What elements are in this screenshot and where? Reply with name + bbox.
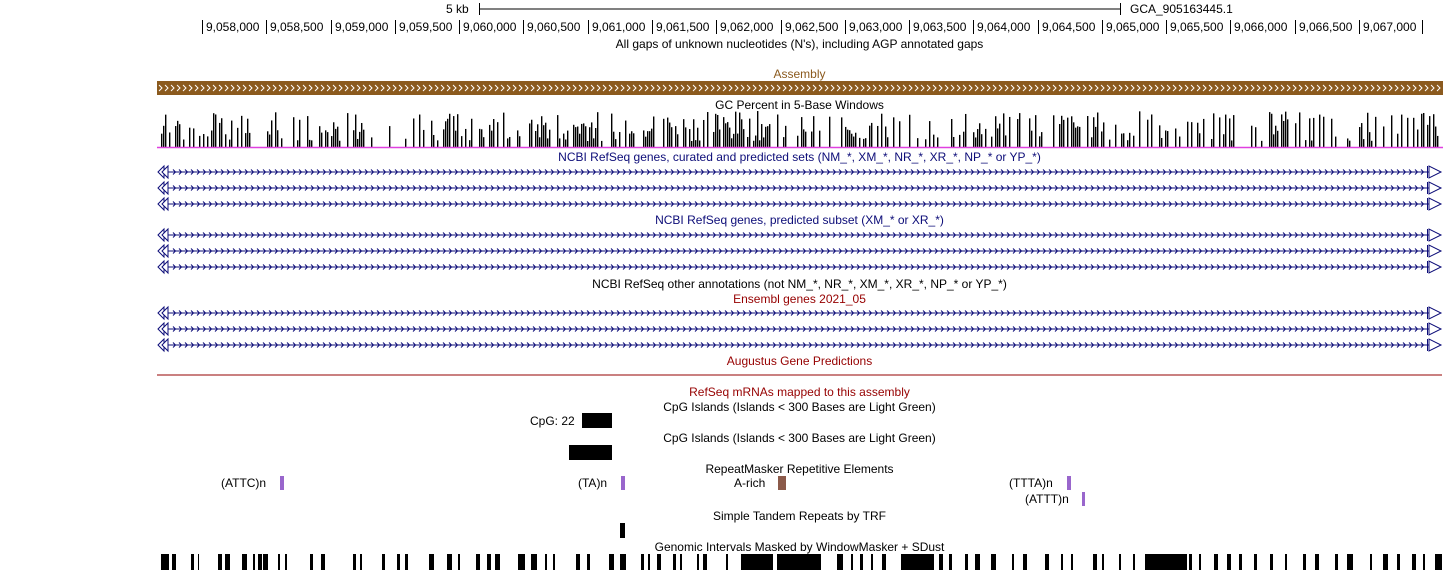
ruler-tick-label: 9,061,500 [656, 20, 710, 34]
trf-title[interactable]: Simple Tandem Repeats by TRF [713, 509, 886, 523]
cpg-feature-label: CpG: 22 [530, 414, 575, 428]
windowmasker-features[interactable] [157, 554, 1443, 570]
ruler-tick-label: 9,059,000 [335, 20, 389, 34]
ensembl-title[interactable]: Ensembl genes 2021_05 [733, 292, 866, 306]
ruler-tick [1166, 20, 1167, 34]
ncbi-predicted-gene-2[interactable] [157, 243, 1443, 259]
ruler-tick [1038, 20, 1039, 34]
ruler-tick-label: 9,060,000 [463, 20, 517, 34]
repeat-label-ttta: (TTTA)n [1009, 476, 1053, 490]
scale-label: 5 kb [446, 2, 469, 16]
ruler-tick [716, 20, 717, 34]
ruler-tick-label: 9,062,500 [785, 20, 839, 34]
augustus-title[interactable]: Augustus Gene Predictions [726, 354, 873, 368]
ensembl-gene-1[interactable] [157, 305, 1443, 321]
ruler-tick-label: 9,062,000 [720, 20, 774, 34]
ruler-tick-label: 9,064,500 [1042, 20, 1096, 34]
ruler-end-tick [1422, 20, 1423, 34]
ruler-tick [588, 20, 589, 34]
ncbi-refseq-gene-2[interactable] [157, 180, 1443, 196]
ruler-tick [1230, 20, 1231, 34]
ruler-tick-label: 9,066,000 [1234, 20, 1288, 34]
ncbi-refseq-gene-3[interactable] [157, 196, 1443, 212]
ruler-tick-label: 9,064,000 [977, 20, 1031, 34]
ruler-tick-label: 9,063,500 [913, 20, 967, 34]
augustus-feature[interactable] [157, 374, 1443, 378]
ruler-tick [1359, 20, 1360, 34]
refseq-mrna-title[interactable]: RefSeq mRNAs mapped to this assembly [689, 385, 910, 399]
ruler-tick-label: 9,065,500 [1170, 20, 1224, 34]
cpg-islands-title-2[interactable]: CpG Islands (Islands < 300 Bases are Lig… [663, 431, 936, 445]
ruler-tick-label: 9,059,500 [399, 20, 453, 34]
gap-track-title[interactable]: All gaps of unknown nucleotides (N's), i… [615, 37, 984, 51]
ruler-tick-label: 9,060,500 [527, 20, 581, 34]
ncbi-predicted-gene-1[interactable] [157, 227, 1443, 243]
ruler-tick [845, 20, 846, 34]
repeat-label-attt: (ATTT)n [1025, 492, 1069, 506]
repeat-feature-attc[interactable] [280, 476, 284, 490]
ruler-tick [781, 20, 782, 34]
ncbi-refseq-gene-1[interactable] [157, 164, 1443, 180]
ruler-tick-label: 9,058,500 [270, 20, 324, 34]
repeat-label-ta: (TA)n [578, 476, 608, 490]
ncbi-refseq-all-title[interactable]: NCBI RefSeq genes, curated and predicted… [558, 150, 1041, 164]
ruler-tick-label: 9,065,000 [1106, 20, 1160, 34]
repeat-feature-ttta[interactable] [1067, 476, 1071, 490]
windowmasker-title[interactable]: Genomic Intervals Masked by WindowMasker… [654, 540, 945, 554]
ruler-tick [266, 20, 267, 34]
ruler-tick-label: 9,058,000 [206, 20, 260, 34]
ncbi-refseq-predicted-title[interactable]: NCBI RefSeq genes, predicted subset (XM_… [655, 213, 944, 227]
repeat-feature-ta[interactable] [621, 476, 625, 490]
ruler-tick-label: 9,066,500 [1299, 20, 1353, 34]
repeat-label-attc: (ATTC)n [221, 476, 267, 490]
scale-bar [479, 3, 1121, 15]
ruler-tick-label: 9,061,000 [592, 20, 646, 34]
ruler-tick [523, 20, 524, 34]
repeat-label-arich: A-rich [734, 476, 766, 490]
ruler-tick [459, 20, 460, 34]
repeatmasker-title[interactable]: RepeatMasker Repetitive Elements [705, 462, 894, 476]
cpg-islands-title-1[interactable]: CpG Islands (Islands < 300 Bases are Lig… [663, 400, 936, 414]
ensembl-gene-2[interactable] [157, 321, 1443, 337]
ruler-tick [909, 20, 910, 34]
gc-percent-graph[interactable] [157, 110, 1443, 149]
ruler-tick-label: 9,063,000 [849, 20, 903, 34]
ruler-tick [652, 20, 653, 34]
ensembl-gene-3[interactable] [157, 337, 1443, 353]
ruler-tick [395, 20, 396, 34]
ruler-tick [973, 20, 974, 34]
ruler-tick [202, 20, 203, 34]
repeat-feature-attt[interactable] [1082, 492, 1085, 506]
ncbi-other-title[interactable]: NCBI RefSeq other annotations (not NM_*,… [592, 277, 1007, 291]
ruler-tick [1102, 20, 1103, 34]
ruler-tick [331, 20, 332, 34]
ruler-tick-label: 9,067,000 [1363, 20, 1417, 34]
repeat-feature-arich[interactable] [778, 476, 786, 490]
trf-feature[interactable] [620, 523, 625, 538]
assembly-name: GCA_905163445.1 [1130, 2, 1233, 16]
ruler-tick [1295, 20, 1296, 34]
assembly-feature[interactable] [157, 81, 1443, 95]
ncbi-predicted-gene-3[interactable] [157, 259, 1443, 275]
cpg-island-feature-2[interactable] [569, 445, 612, 460]
assembly-track-title[interactable]: Assembly [773, 67, 826, 81]
gc-track-title[interactable]: GC Percent in 5-Base Windows [715, 98, 884, 112]
cpg-island-feature-1[interactable] [582, 413, 612, 428]
